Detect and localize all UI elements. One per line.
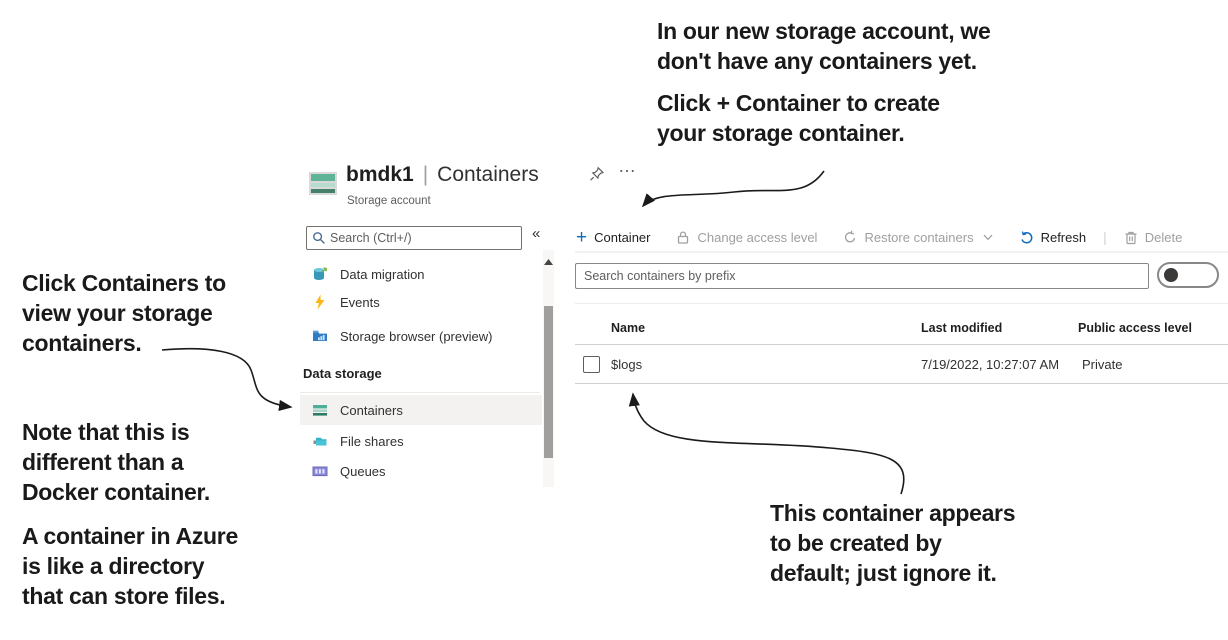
account-name: bmdk1 xyxy=(346,163,414,186)
scrollbar-up-icon[interactable] xyxy=(544,252,553,270)
sidebar-item-events[interactable]: Events xyxy=(300,288,542,316)
container-filter[interactable] xyxy=(575,263,1149,289)
last-modified-cell: 7/19/2022, 10:27:07 AM xyxy=(921,357,1060,372)
container-name-cell: $logs xyxy=(611,357,643,372)
table-top-line xyxy=(575,303,1228,304)
sidebar-item-data-migration[interactable]: Data migration xyxy=(300,260,542,288)
lock-icon xyxy=(676,230,690,245)
public-access-cell: Private xyxy=(1082,357,1123,372)
toggle-knob xyxy=(1164,268,1178,282)
delete-label: Delete xyxy=(1144,229,1183,245)
refresh-icon xyxy=(1019,230,1034,245)
refresh-button[interactable]: Refresh xyxy=(1019,229,1087,245)
chevron-down-icon xyxy=(983,234,993,241)
annotation-click-containers: Click Containers to view your storage co… xyxy=(22,270,226,356)
page-header: bmdk1 | Containers xyxy=(346,163,539,187)
toolbar-underline xyxy=(575,251,1228,253)
pin-icon[interactable] xyxy=(589,166,605,187)
queues-icon xyxy=(312,463,328,479)
sidebar-item-label: Storage browser (preview) xyxy=(340,328,493,344)
show-deleted-toggle[interactable] xyxy=(1157,262,1219,288)
restore-label: Restore containers xyxy=(864,229,974,245)
column-header-last-modified: Last modified xyxy=(921,321,1003,335)
sidebar-item-file-shares[interactable]: File shares xyxy=(300,427,542,455)
annotation-note-docker: Note that this is different than a Docke… xyxy=(22,419,210,505)
restore-containers-button[interactable]: Restore containers xyxy=(843,229,993,245)
container-filter-input[interactable] xyxy=(576,269,1148,283)
sidebar-item-label: Data migration xyxy=(340,266,425,282)
refresh-label: Refresh xyxy=(1040,229,1087,245)
sidebar-search-input[interactable] xyxy=(326,231,521,245)
sidebar-item-queues[interactable]: Queues xyxy=(300,457,542,485)
more-menu-icon[interactable]: … xyxy=(618,156,637,176)
plus-icon: + xyxy=(576,226,588,248)
sidebar-item-label: File shares xyxy=(340,433,404,449)
change-access-level-button[interactable]: Change access level xyxy=(676,230,817,245)
row-checkbox[interactable] xyxy=(583,356,600,373)
sidebar-item-label: Events xyxy=(340,294,380,310)
column-header-public-access: Public access level xyxy=(1078,321,1192,335)
search-icon xyxy=(307,231,326,245)
sidebar-item-containers[interactable]: Containers xyxy=(300,395,542,425)
sidebar-section-data-storage: Data storage xyxy=(303,366,382,381)
add-container-label: Container xyxy=(594,229,651,245)
add-container-button[interactable]: + Container xyxy=(576,228,650,247)
table-header-line xyxy=(575,344,1228,345)
storage-browser-icon xyxy=(312,328,328,344)
sidebar-divider xyxy=(300,392,540,393)
annotation-container-directory: A container in Azure is like a directory… xyxy=(22,523,238,609)
toolbar-separator: | xyxy=(1103,229,1107,245)
account-subtitle: Storage account xyxy=(347,195,431,207)
trash-icon xyxy=(1124,230,1138,245)
annotation-default-container: This container appears to be created by … xyxy=(770,500,1016,586)
storage-account-icon xyxy=(308,168,338,203)
sidebar-item-label: Containers xyxy=(340,402,403,418)
arrow-to-logs-row xyxy=(628,392,905,495)
collapse-sidebar-button[interactable]: « xyxy=(532,225,541,242)
title-separator: | xyxy=(422,163,429,186)
sidebar-item-label: Queues xyxy=(340,463,386,479)
events-icon xyxy=(312,294,328,310)
table-row-line xyxy=(575,383,1228,384)
sidebar-scrollbar-thumb[interactable] xyxy=(544,306,553,458)
file-shares-icon xyxy=(312,433,328,449)
annotation-no-containers: In our new storage account, we don't hav… xyxy=(657,18,991,74)
command-bar: + Container Change access level Restore … xyxy=(576,224,1182,250)
arrow-to-add-container xyxy=(641,170,825,208)
column-header-name: Name xyxy=(611,321,646,335)
data-migration-icon xyxy=(312,266,328,282)
delete-button[interactable]: Delete xyxy=(1124,229,1183,245)
page-title: Containers xyxy=(437,163,539,186)
containers-icon xyxy=(312,402,328,418)
annotation-click-container: Click + Container to create your storage… xyxy=(657,90,940,146)
sidebar-item-storage-browser[interactable]: Storage browser (preview) xyxy=(300,322,542,350)
restore-icon xyxy=(843,230,857,244)
sidebar-search[interactable] xyxy=(306,226,522,250)
change-access-label: Change access level xyxy=(697,229,818,245)
